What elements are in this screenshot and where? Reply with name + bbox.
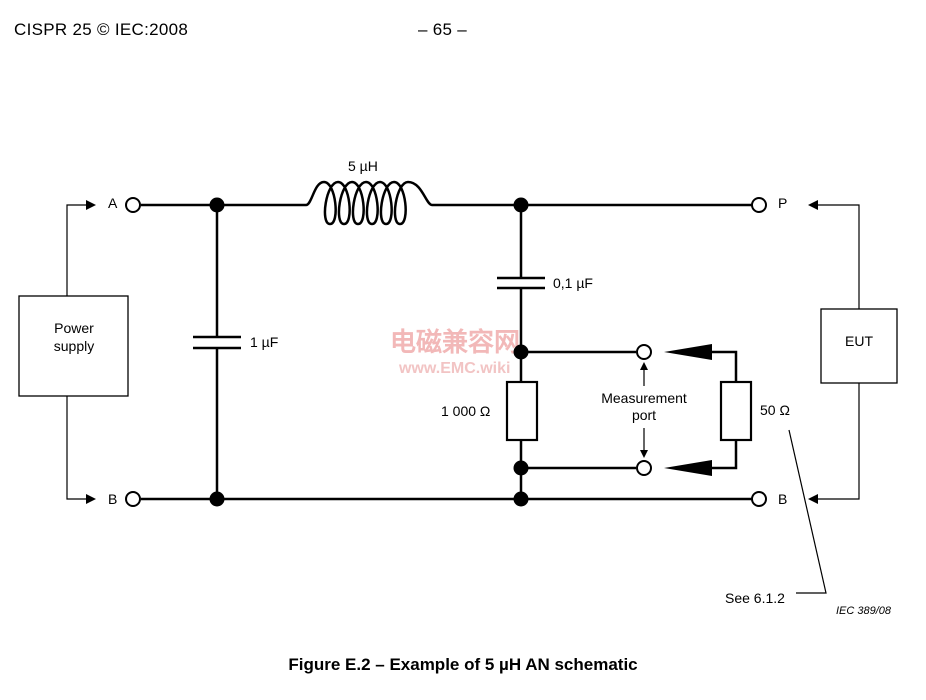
watermark-url: www.EMC.wiki	[398, 360, 510, 377]
terminal-p	[751, 197, 767, 213]
junction-node	[513, 491, 529, 507]
junction-node	[513, 460, 529, 476]
figure-caption: Figure E.2 – Example of 5 µH AN schemati…	[288, 655, 638, 674]
resistor-50	[719, 380, 753, 442]
resistor-1000	[505, 380, 539, 442]
cap-01uf-label: 0,1 µF	[553, 275, 593, 291]
arrow-to-p	[808, 200, 818, 210]
iec-figure-ref: IEC 389/08	[836, 605, 892, 617]
terminal-b-out	[751, 491, 767, 507]
power-supply-label-line2: supply	[54, 338, 94, 354]
inductor-5uh	[305, 180, 433, 226]
terminal-p-label: P	[778, 195, 787, 211]
meas-port-terminal-bottom	[636, 460, 652, 476]
see-ref-leader	[788, 429, 827, 594]
terminal-b-in-label: B	[108, 491, 117, 507]
eut-lead-p	[817, 204, 860, 309]
junction-node	[209, 197, 225, 213]
connector-arrow-top	[664, 344, 712, 360]
junction-node	[513, 197, 529, 213]
connector-arrow-bottom	[664, 460, 712, 476]
supply-lead-b	[66, 396, 88, 500]
meas-pointer-down-head	[640, 450, 648, 458]
supply-lead-a	[66, 204, 88, 296]
junction-node	[513, 344, 529, 360]
arrow-to-a	[86, 200, 96, 210]
cap-1uf-label: 1 µF	[250, 334, 278, 350]
inductor-label: 5 µH	[348, 158, 378, 174]
arrow-to-b-out	[808, 494, 818, 504]
res-50-label: 50 Ω	[760, 402, 790, 418]
terminal-b-in	[125, 491, 141, 507]
watermark-text: 电磁兼容网	[390, 327, 520, 357]
power-supply-box	[18, 295, 129, 397]
junction-node	[209, 491, 225, 507]
terminal-a	[125, 197, 141, 213]
header-standard-id: CISPR 25 © IEC:2008	[14, 20, 189, 39]
power-supply-label-line1: Power	[54, 320, 94, 336]
header-page-number: – 65 –	[418, 20, 468, 39]
terminal-a-label: A	[108, 195, 118, 211]
eut-label: EUT	[845, 333, 873, 349]
res-50-lead-top	[712, 350, 738, 382]
eut-box	[820, 308, 898, 384]
see-ref-label: See 6.1.2	[725, 590, 785, 606]
measurement-port-label-line2: port	[632, 407, 656, 423]
res-1000-label: 1 000 Ω	[441, 403, 490, 419]
res-50-lead-bottom	[712, 440, 738, 470]
terminal-b-out-label: B	[778, 491, 787, 507]
meas-pointer-up-head	[640, 362, 648, 370]
measurement-port-label-line1: Measurement	[601, 390, 687, 406]
arrow-to-b	[86, 494, 96, 504]
eut-lead-b	[817, 383, 860, 500]
meas-port-terminal-top	[636, 344, 652, 360]
